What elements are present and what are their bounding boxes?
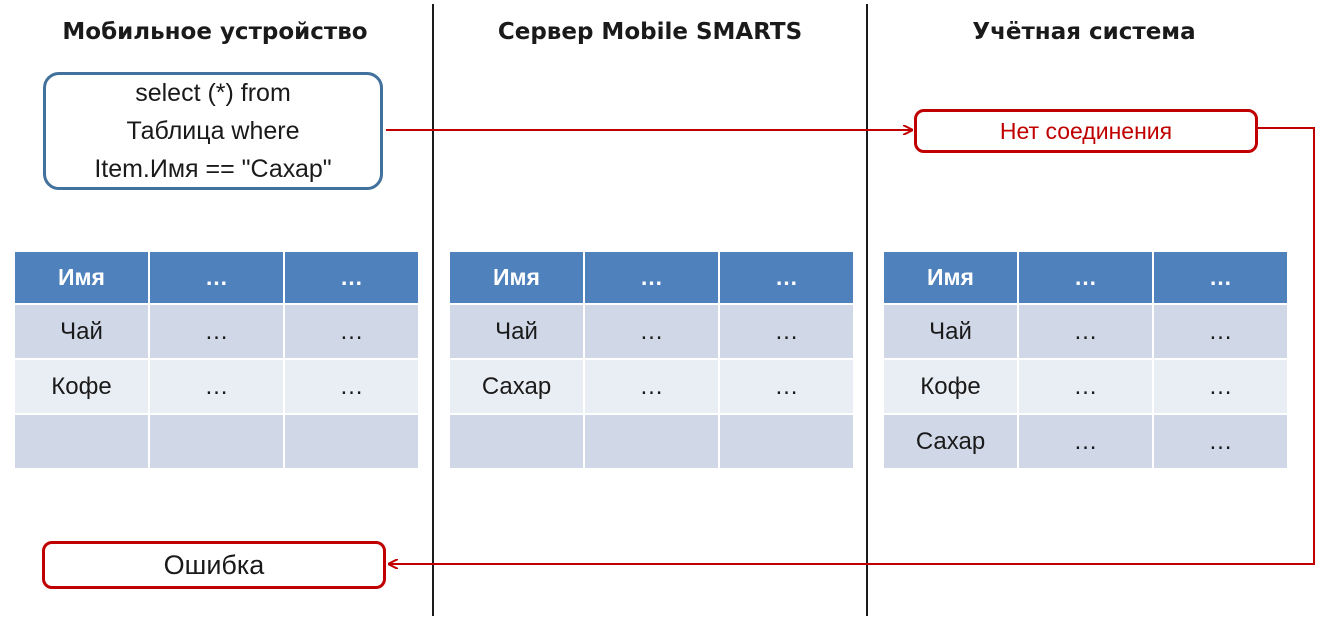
no-connection-label: Нет соединения bbox=[999, 117, 1173, 144]
accounting-system-table: Имя … … Чай … … Кофе … … Сахар … … bbox=[882, 250, 1289, 470]
table-header-cell: Имя bbox=[13, 250, 150, 305]
column-title-mobile-smarts-server: Сервер Mobile SMARTS bbox=[497, 19, 803, 45]
table-cell: … bbox=[1017, 303, 1154, 360]
table-cell: … bbox=[583, 358, 720, 415]
table-row: Чай … … bbox=[882, 303, 1289, 360]
table-cell: Чай bbox=[448, 303, 585, 360]
table-cell: … bbox=[583, 303, 720, 360]
table-row bbox=[13, 413, 420, 470]
query-line: Таблица where bbox=[126, 117, 300, 145]
table-cell: Сахар bbox=[882, 413, 1019, 470]
table-row bbox=[448, 413, 855, 470]
server-table: Имя … … Чай … … Сахар … … bbox=[448, 250, 855, 470]
column-title-accounting-system: Учётная система bbox=[972, 19, 1196, 45]
table-header-cell: … bbox=[1152, 250, 1289, 305]
table-header-cell: … bbox=[283, 250, 420, 305]
query-line: Item.Имя == "Сахар" bbox=[94, 155, 332, 183]
table-row: Сахар … … bbox=[448, 358, 855, 415]
table-header-row: Имя … … bbox=[13, 250, 420, 305]
table-cell bbox=[718, 413, 855, 470]
table-cell: … bbox=[283, 303, 420, 360]
table-cell: … bbox=[283, 358, 420, 415]
error-label: Ошибка bbox=[163, 549, 265, 580]
error-box: Ошибка bbox=[42, 541, 386, 589]
table-cell: Кофе bbox=[13, 358, 150, 415]
table-cell: Сахар bbox=[448, 358, 585, 415]
table-cell: … bbox=[1017, 358, 1154, 415]
table-row: Чай … … bbox=[448, 303, 855, 360]
table-row: Сахар … … bbox=[882, 413, 1289, 470]
column-title-mobile-device: Мобильное устройство bbox=[62, 19, 368, 45]
table-cell: … bbox=[1152, 413, 1289, 470]
table-cell bbox=[583, 413, 720, 470]
table-header-cell: Имя bbox=[882, 250, 1019, 305]
query-box: select (*) from Таблица where Item.Имя =… bbox=[43, 72, 383, 190]
table-header-cell: … bbox=[583, 250, 720, 305]
table-cell bbox=[448, 413, 585, 470]
no-connection-box: Нет соединения bbox=[914, 109, 1258, 153]
table-cell: … bbox=[718, 303, 855, 360]
table-cell: … bbox=[148, 303, 285, 360]
table-cell bbox=[283, 413, 420, 470]
query-line: select (*) from bbox=[135, 79, 291, 107]
error-return-arrow bbox=[389, 127, 1315, 564]
table-cell: … bbox=[718, 358, 855, 415]
table-header-cell: … bbox=[1017, 250, 1154, 305]
column-divider-right bbox=[866, 4, 868, 616]
table-header-cell: … bbox=[148, 250, 285, 305]
table-cell bbox=[148, 413, 285, 470]
mobile-device-table: Имя … … Чай … … Кофе … … bbox=[13, 250, 420, 470]
table-cell: Кофе bbox=[882, 358, 1019, 415]
table-cell: Чай bbox=[882, 303, 1019, 360]
table-cell: … bbox=[1152, 358, 1289, 415]
table-row: Кофе … … bbox=[13, 358, 420, 415]
column-divider-left bbox=[432, 4, 434, 616]
table-row: Кофе … … bbox=[882, 358, 1289, 415]
table-cell: … bbox=[1017, 413, 1154, 470]
table-cell bbox=[13, 413, 150, 470]
table-row: Чай … … bbox=[13, 303, 420, 360]
table-header-row: Имя … … bbox=[448, 250, 855, 305]
table-header-cell: … bbox=[718, 250, 855, 305]
table-header-row: Имя … … bbox=[882, 250, 1289, 305]
table-cell: … bbox=[1152, 303, 1289, 360]
table-cell: Чай bbox=[13, 303, 150, 360]
table-cell: … bbox=[148, 358, 285, 415]
table-header-cell: Имя bbox=[448, 250, 585, 305]
